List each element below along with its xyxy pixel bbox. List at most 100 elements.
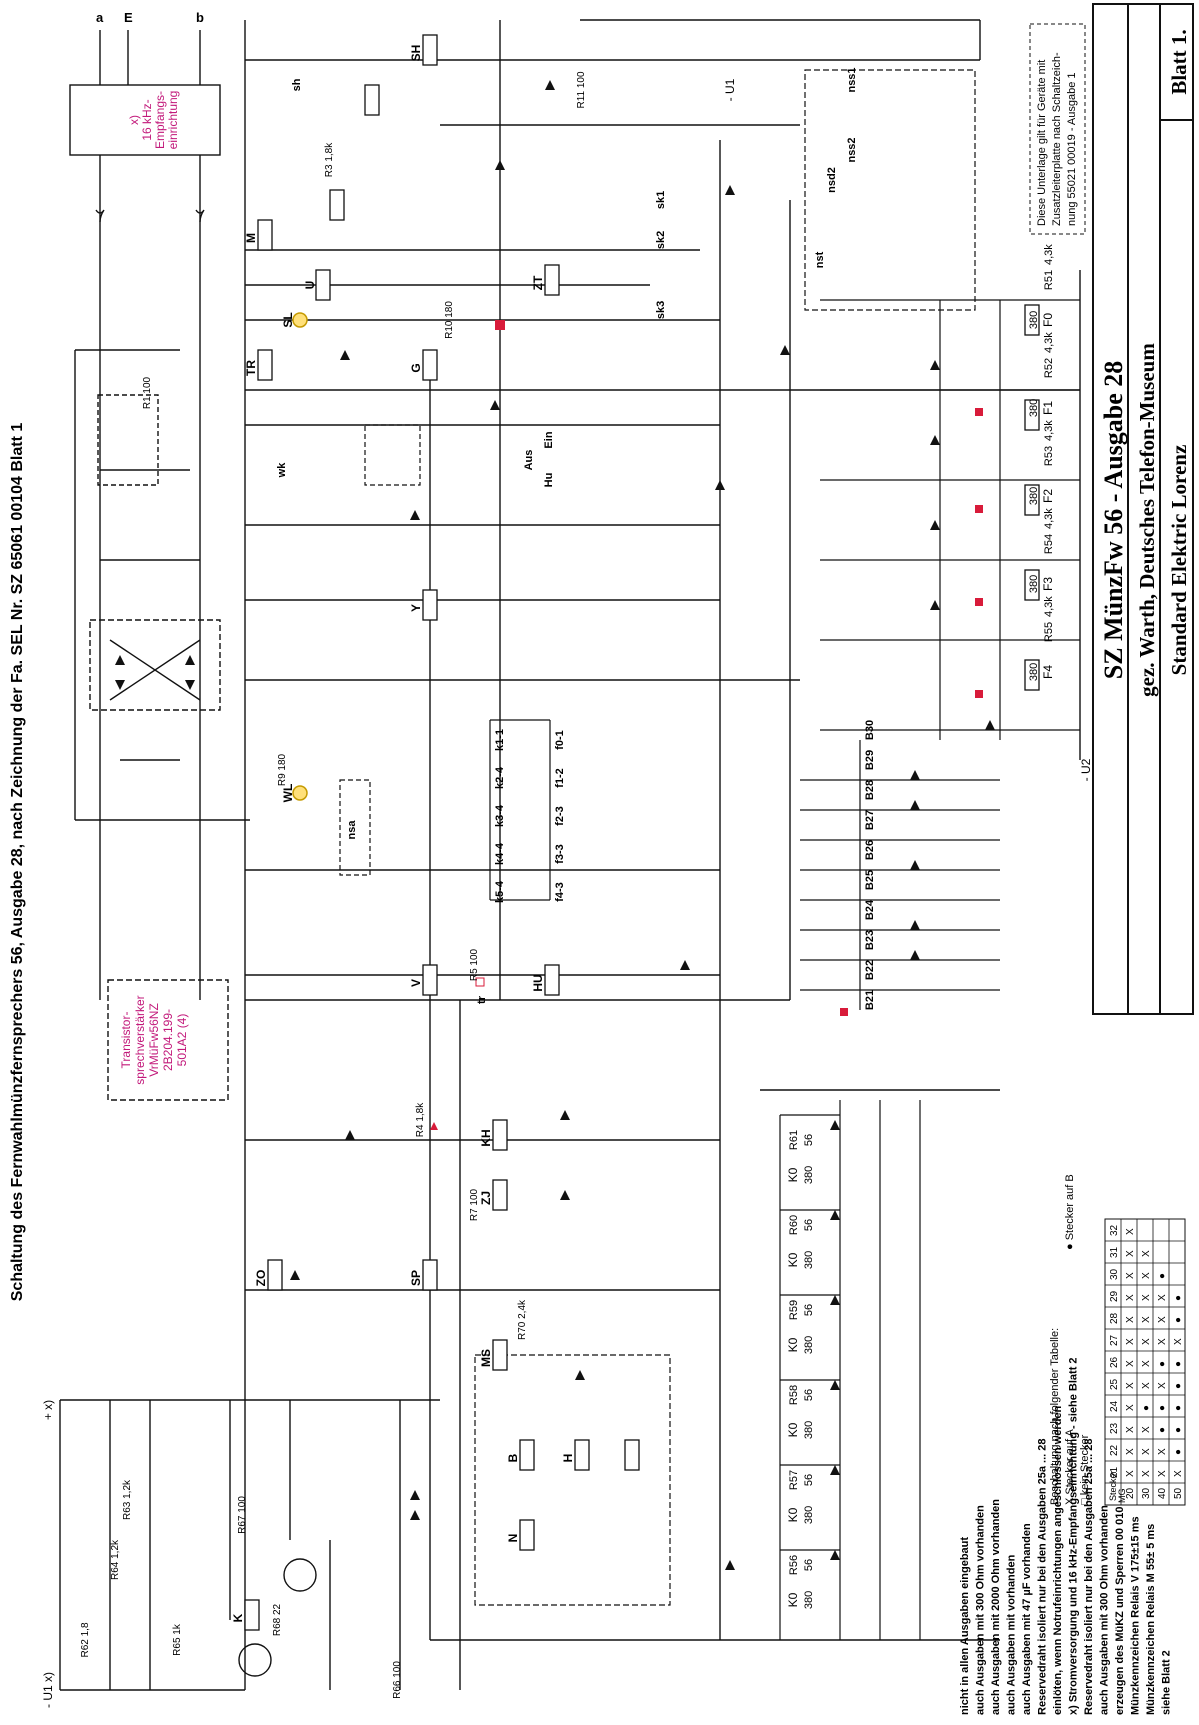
f-relay-value: 380: [1028, 663, 1040, 681]
f-relay-resistor: R54: [1043, 534, 1055, 554]
coin-relay-value: 380: [803, 1421, 815, 1439]
relay-h: H: [561, 1454, 575, 1463]
coin-relay-label: K0: [786, 1507, 800, 1522]
nsa-box: [339, 779, 371, 876]
plug-table-column: 24: [1109, 1400, 1120, 1412]
contact-k-label: k4-4: [494, 842, 506, 865]
coin-relay-resistor-value: 56: [803, 1389, 815, 1401]
resistor-label: R64 1,2k: [110, 1539, 121, 1580]
relay-k: K: [231, 1613, 245, 1622]
contact-b-label: B24: [864, 899, 876, 920]
plug-table-cell: X: [1141, 1316, 1152, 1323]
legend-note: nicht in allen Ausgaben eingebaut: [959, 1537, 971, 1715]
switch-label: wk: [276, 462, 288, 479]
sheet-number: Blatt 1.: [1167, 29, 1191, 94]
terminal-x-plus: + x): [41, 1400, 55, 1420]
switch-label: sk3: [655, 301, 667, 319]
terminal-b: b: [196, 10, 204, 25]
resistor-label: R62 1,8: [80, 1622, 91, 1657]
plug-table-corner-top: Stecker: [1108, 1470, 1118, 1501]
legend-note: auch Ausgaben mit 300 Ohm vorhanden: [975, 1505, 987, 1715]
plug-table-column: 27: [1109, 1334, 1120, 1346]
plug-table-cell: X: [1141, 1250, 1152, 1257]
plug-table-cell: X: [1141, 1448, 1152, 1455]
coin-relay-resistor-value: 56: [803, 1474, 815, 1486]
plug-table-cell: X: [1157, 1470, 1168, 1477]
plug-table-cell: X: [1141, 1294, 1152, 1301]
contact-b-label: B28: [864, 780, 876, 800]
coin-relay-label: K0: [786, 1592, 800, 1607]
legend-notes: nicht in allen Ausgaben eingebaut auch Au…: [959, 1357, 1173, 1715]
coin-relay-label: K0: [786, 1167, 800, 1182]
plug-table-cell: X: [1141, 1382, 1152, 1389]
contact-f-label: f3-3: [554, 844, 566, 864]
note-line-2: Zusatzleiterplatte nach Schaltzeich-: [1051, 52, 1063, 226]
note-line-3: nung 55021 00019 - Ausgabe 1: [1066, 72, 1078, 226]
switch-label: tr: [476, 995, 488, 1004]
contact-b-label: B25: [864, 870, 876, 890]
coin-relay-value: 380: [803, 1591, 815, 1609]
plug-table-column: 25: [1109, 1378, 1120, 1390]
contact-b-label: B22: [864, 960, 876, 980]
plug-table-cell: ●: [1173, 1449, 1184, 1455]
plug-table-cell: X: [1173, 1470, 1184, 1477]
resistor-label: R4 1,8k: [415, 1102, 426, 1137]
line-a-b-section: [69, 30, 250, 1101]
contact-k-label: k3-4: [494, 804, 506, 827]
relay-zo: ZO: [254, 1270, 268, 1287]
contact-b-label: B23: [864, 930, 876, 950]
relay-ms: MS: [479, 1349, 493, 1367]
plug-table-cell: ●: [1141, 1405, 1152, 1411]
svg-text:501A2 (4): 501A2 (4): [175, 1014, 189, 1067]
contact-b-label: B29: [864, 750, 876, 770]
resistor-label: R3 1,8k: [324, 142, 335, 177]
coin-relay-resistor: R56: [788, 1555, 800, 1575]
plug-table-cell: X: [1125, 1316, 1136, 1323]
contact-f-label: f4-3: [554, 882, 566, 902]
resistor-label: R63 1,2k: [122, 1479, 133, 1520]
switch-label: Ein: [543, 431, 555, 448]
resistor-label: R66 100: [392, 1661, 403, 1699]
f-relay-resistor: R52: [1043, 358, 1055, 378]
coin-relay-value: 380: [803, 1251, 815, 1269]
legend-note: einlöten, wenn Notrufeinrichtungen anges…: [1052, 1405, 1064, 1715]
terminal-u1-left: - U1 x): [41, 1672, 55, 1708]
plug-table-cell: ●: [1157, 1361, 1168, 1367]
f-relay-label: F1: [1041, 401, 1055, 415]
plug-table-column: 31: [1109, 1246, 1120, 1258]
coin-relay-resistor: R60: [788, 1215, 800, 1235]
plug-table-column: 23: [1109, 1422, 1120, 1434]
coin-relay-label: K0: [786, 1337, 800, 1352]
f-relay-value: 380: [1028, 575, 1040, 593]
terminal-e: E: [124, 10, 133, 25]
coin-relay-resistor-value: 56: [803, 1134, 815, 1146]
f-relay-column: [820, 299, 1080, 740]
plug-table-mg: 30: [1141, 1487, 1152, 1499]
plug-table-column: 21: [1109, 1466, 1120, 1478]
plug-table-cell: X: [1157, 1316, 1168, 1323]
plug-table-mg: 40: [1157, 1487, 1168, 1499]
plug-table-cell: X: [1125, 1470, 1136, 1477]
coin-relay-resistor: R57: [788, 1470, 800, 1490]
switch-label: Hu: [543, 473, 555, 488]
plug-table-cell: X: [1125, 1426, 1136, 1433]
plug-table-cell: ●: [1157, 1273, 1168, 1279]
relay-tr: TR: [244, 360, 258, 376]
bIII-box: [364, 424, 421, 486]
lamp-wl: WL: [281, 784, 295, 803]
f-relay-resistor-value: 4,3k: [1043, 508, 1055, 529]
coin-relay-resistor: R59: [788, 1300, 800, 1320]
legend-note: auch Ausgaben mit 47 µF vorhanden: [1021, 1523, 1033, 1715]
relay-y: Y: [409, 604, 423, 612]
relay-sp: SP: [409, 1270, 423, 1286]
resistor-label: R9 180: [277, 753, 288, 786]
legend-note: auch Ausgaben mit 2000 Ohm vorhanden: [990, 1499, 1002, 1715]
svg-text:VrMüFw56NZ: VrMüFw56NZ: [147, 1003, 161, 1077]
svg-text:Transistor-: Transistor-: [119, 1012, 133, 1069]
legend-note: auch Ausgaben mit vorhanden: [1006, 1554, 1018, 1715]
resistor-label: R68 22: [272, 1603, 283, 1636]
b-contact-comb: [800, 740, 1000, 1010]
coin-relay-label: K0: [786, 1252, 800, 1267]
coin-relay-value: 380: [803, 1506, 815, 1524]
